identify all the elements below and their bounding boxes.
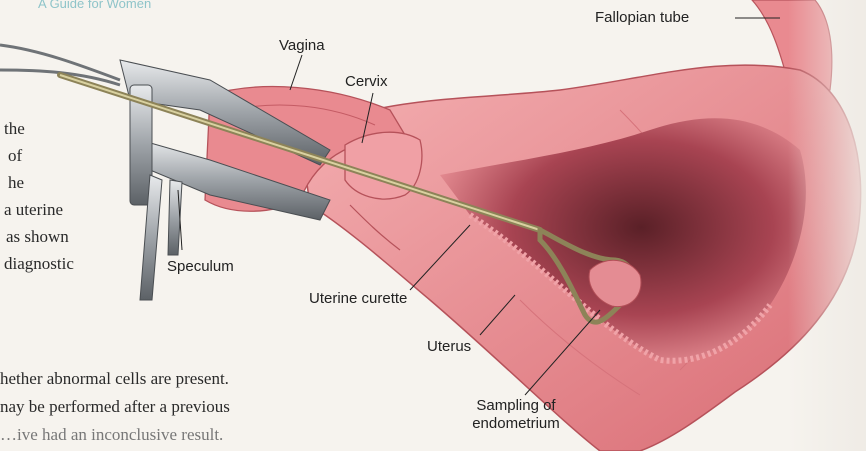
label-sampling-of-endometrium: Sampling of endometrium [441,397,591,433]
page-gutter-shadow [788,0,866,451]
label-vagina: Vagina [279,37,325,54]
label-uterus: Uterus [427,338,471,355]
label-uterine-curette: Uterine curette [309,290,407,307]
label-fallopian-tube: Fallopian tube [595,9,689,26]
label-speculum: Speculum [167,258,234,275]
label-cervix: Cervix [345,73,388,90]
